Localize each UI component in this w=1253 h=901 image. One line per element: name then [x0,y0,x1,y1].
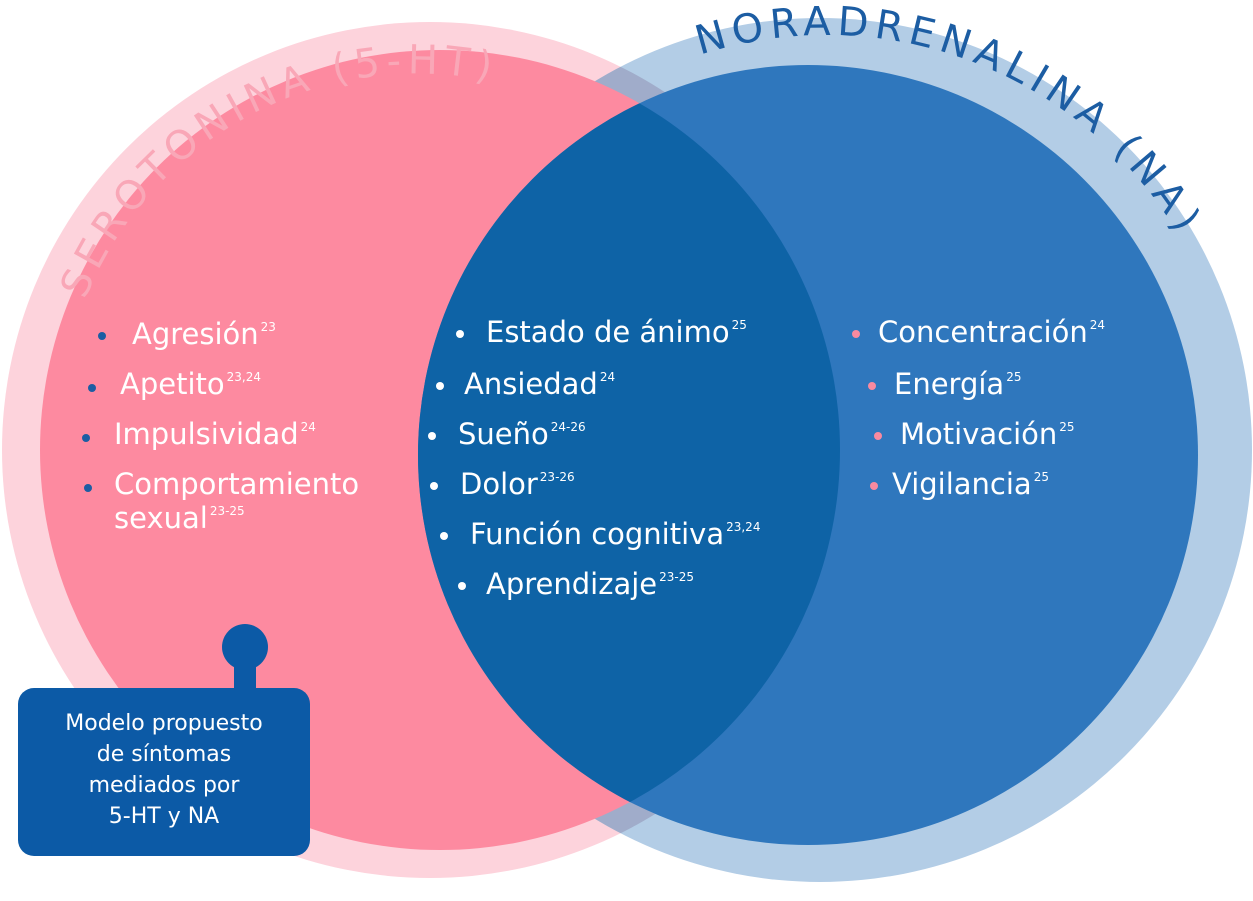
shared-bullet [436,382,444,390]
noradrenaline-bullet [870,482,878,490]
note-line: 5-HT y NA [108,804,220,829]
noradrenaline-bullet [874,432,882,440]
shared-bullet [428,432,436,440]
noradrenaline-bullet [852,330,860,338]
serotonin-bullet [88,384,96,392]
model-note-text: Modelo propuesto de síntomas mediados po… [18,708,310,832]
serotonin-bullet [84,484,92,492]
note-line: mediados por [88,773,240,798]
note-line: Modelo propuesto [65,711,263,736]
noradrenaline-bullet [868,382,876,390]
shared-bullet [458,582,466,590]
note-line: de síntomas [96,742,232,767]
note-tab-neck [234,655,256,695]
shared-bullet [430,482,438,490]
shared-bullet [440,532,448,540]
serotonin-bullet [82,434,90,442]
serotonin-bullet [98,332,106,340]
serotonin-item-comportamiento: Comportamiento [114,467,360,501]
intersection-zone [418,65,840,845]
shared-bullet [456,330,464,338]
model-note-box [18,688,310,856]
